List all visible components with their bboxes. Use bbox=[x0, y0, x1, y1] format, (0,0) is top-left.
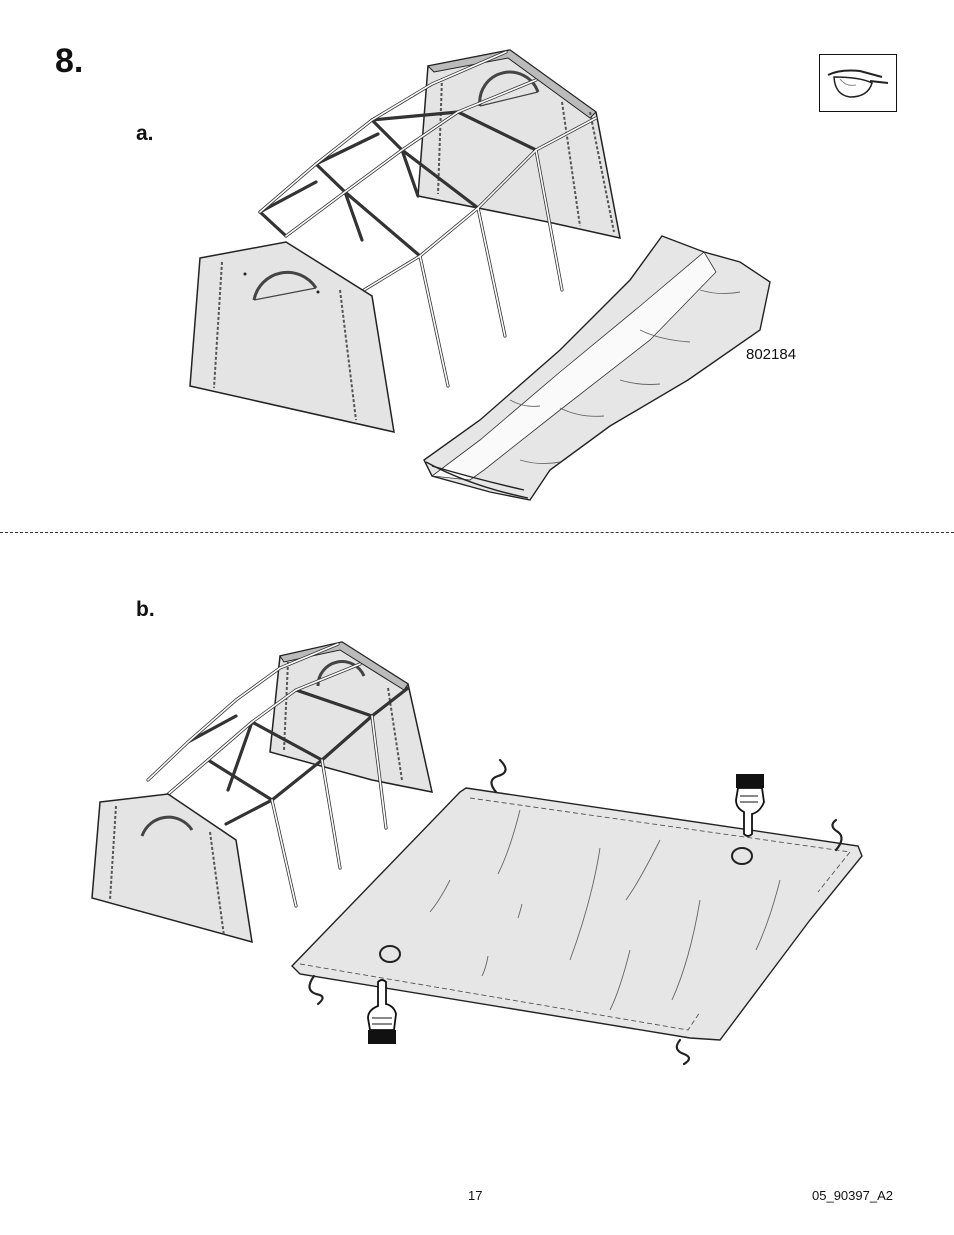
pointing-hand-icon bbox=[730, 772, 770, 838]
page-number: 17 bbox=[468, 1188, 482, 1203]
pointing-hand-icon bbox=[362, 978, 402, 1046]
document-code: 05_90397_A2 bbox=[812, 1188, 893, 1203]
